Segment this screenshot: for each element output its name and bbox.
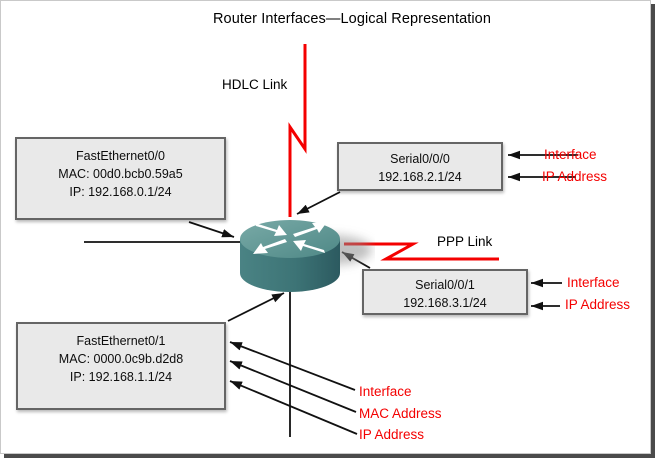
interface-box-serial0-0-1: Serial0/0/1 192.168.3.1/24 — [362, 269, 528, 315]
interface-name: FastEthernet0/1 — [76, 334, 166, 348]
annotation-s000-ip-address: IP Address — [542, 169, 608, 184]
interface-ip: IP: 192.168.1.1/24 — [69, 370, 173, 384]
annotation-fe01-ip-address: IP Address — [359, 427, 425, 442]
annotation-s000-interface: Interface — [544, 147, 597, 162]
interface-name: Serial0/0/1 — [415, 278, 475, 292]
diagram-title: Router Interfaces—Logical Representation — [212, 11, 492, 27]
interface-name: Serial0/0/0 — [390, 152, 450, 166]
annotation-fe01-interface: Interface — [359, 384, 412, 399]
interface-ip: 192.168.2.1/24 — [378, 170, 462, 184]
interface-name: FastEthernet0/0 — [76, 149, 165, 163]
interface-box-fastethernet0-1: FastEthernet0/1 MAC: 0000.0c9b.d2d8 IP: … — [16, 322, 226, 410]
annotation-s001-interface: Interface — [567, 275, 620, 290]
interface-ip: IP: 192.168.0.1/24 — [69, 185, 172, 199]
annotation-s001-ip-address: IP Address — [565, 297, 631, 312]
annotation-fe01-mac-address: MAC Address — [359, 406, 442, 421]
hdlc-link-label: HDLC Link — [222, 77, 288, 92]
interface-mac: MAC: 00d0.bcb0.59a5 — [58, 167, 183, 181]
interface-ip: 192.168.3.1/24 — [403, 296, 487, 310]
interface-box-fastethernet0-0: FastEthernet0/0 MAC: 00d0.bcb0.59a5 IP: … — [15, 137, 226, 220]
interface-mac: MAC: 0000.0c9b.d2d8 — [58, 352, 184, 366]
ppp-link-label: PPP Link — [437, 234, 493, 249]
interface-box-serial0-0-0: Serial0/0/0 192.168.2.1/24 — [337, 142, 503, 191]
